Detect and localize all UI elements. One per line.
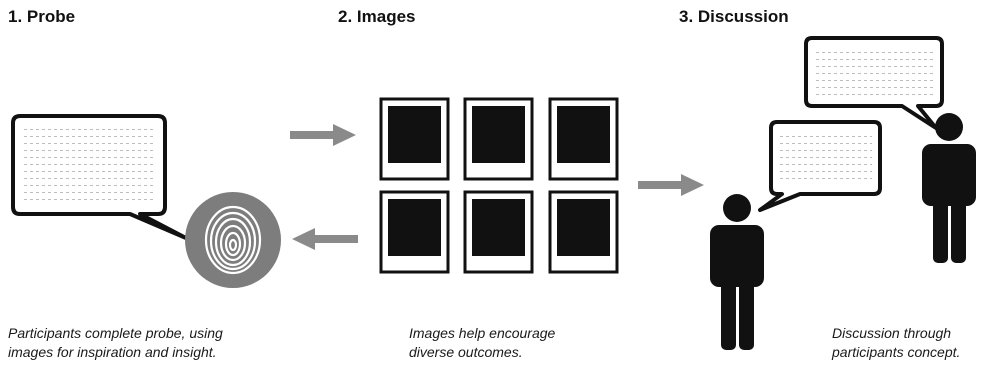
polaroid-photo-icon bbox=[548, 190, 619, 274]
discussion-speech-bubble-icon bbox=[758, 120, 882, 212]
polaroid-photo-icon bbox=[379, 190, 450, 274]
arrow-left-icon bbox=[292, 228, 358, 250]
step-3-heading: 3. Discussion bbox=[679, 7, 789, 26]
person-icon bbox=[922, 113, 976, 263]
arrow-right-icon bbox=[638, 174, 704, 196]
step-1-caption: Participants complete probe, using image… bbox=[8, 324, 223, 362]
caption-line: participants concept. bbox=[832, 344, 961, 360]
person-icon bbox=[710, 194, 764, 350]
step-3-caption: Discussion through participants concept. bbox=[832, 324, 960, 362]
polaroid-photo-icon bbox=[379, 97, 450, 181]
caption-line: Images help encourage bbox=[409, 325, 556, 341]
step-2-caption: Images help encourage diverse outcomes. bbox=[409, 324, 555, 362]
step-1-heading: 1. Probe bbox=[8, 7, 76, 26]
arrow-right-icon bbox=[290, 124, 356, 146]
caption-line: Participants complete probe, using bbox=[8, 325, 223, 341]
fingerprint-icon bbox=[185, 192, 281, 288]
caption-line: Discussion through bbox=[832, 325, 952, 341]
discussion-speech-bubble-icon bbox=[804, 36, 944, 130]
probe-speech-bubble-icon bbox=[11, 114, 188, 240]
polaroid-photo-icon bbox=[463, 97, 534, 181]
polaroid-photo-icon bbox=[463, 190, 534, 274]
caption-line: images for inspiration and insight. bbox=[8, 344, 217, 360]
caption-line: diverse outcomes. bbox=[409, 344, 523, 360]
step-2-heading: 2. Images bbox=[338, 7, 416, 26]
polaroid-photo-icon bbox=[548, 97, 619, 181]
polaroid-grid bbox=[379, 97, 619, 274]
